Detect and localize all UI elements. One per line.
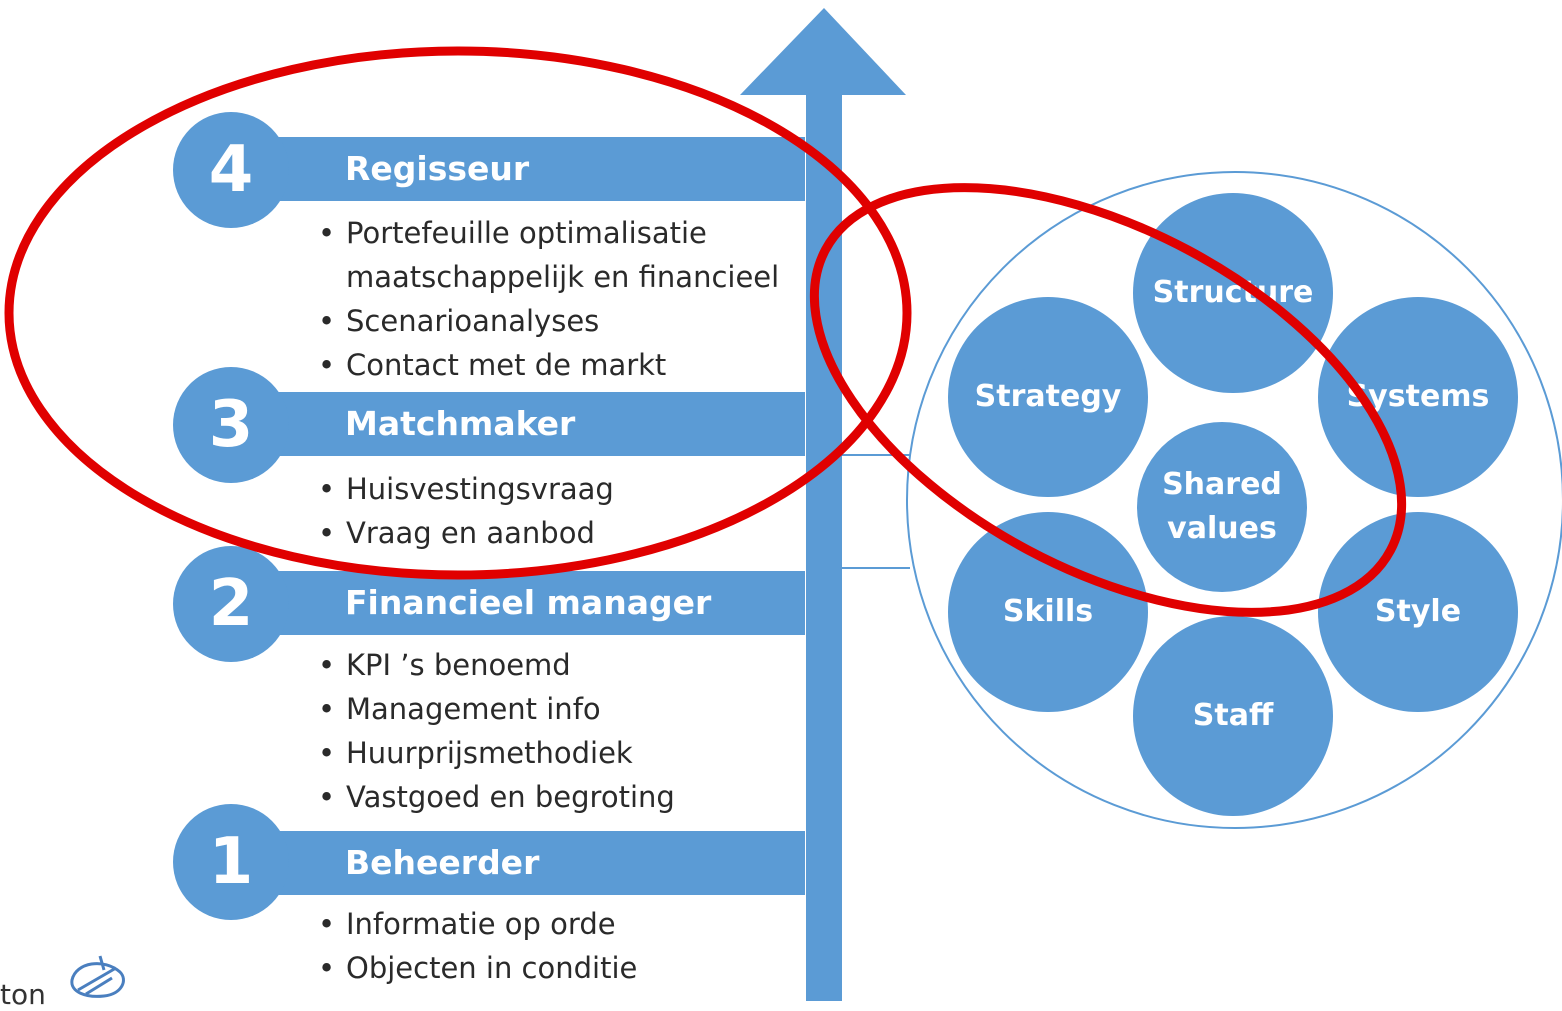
level-title-beheerder: Beheerder	[345, 843, 540, 882]
list-item: Portefeuille optimalisatie maatschappeli…	[316, 211, 779, 299]
list-item: Vraag en aanbod	[316, 511, 614, 555]
list-item: KPI ’s benoemd	[316, 643, 675, 687]
list-item: Vastgoed en begroting	[316, 775, 675, 819]
level-number-3: 3	[173, 367, 289, 483]
level-3-bullets: Huisvestingsvraag Vraag en aanbod	[316, 467, 614, 555]
level-1-bullets: Informatie op orde Objecten in conditie	[316, 902, 637, 990]
list-item: Informatie op orde	[316, 902, 637, 946]
level-number-2: 2	[173, 546, 289, 662]
level-number-4: 4	[173, 112, 289, 228]
level-band-4	[230, 137, 805, 201]
list-item: Huurprijsmethodiek	[316, 731, 675, 775]
logo-text: ton	[0, 978, 46, 1011]
level-title-financieel-manager: Financieel manager	[345, 583, 712, 622]
shared-values-line2: values	[1167, 511, 1277, 546]
level-number-1: 1	[173, 804, 289, 920]
seven-s-structure: Structure	[1133, 193, 1333, 393]
seven-s-staff: Staff	[1133, 616, 1333, 816]
level-band-2	[230, 571, 805, 635]
seven-s-skills: Skills	[948, 512, 1148, 712]
bullet-continuation: maatschappelijk en financieel	[346, 260, 780, 294]
highlight-ellipse-levels	[4, 46, 912, 580]
seven-s-outer-ring	[906, 171, 1562, 829]
level-2-bullets: KPI ’s benoemd Management info Huurprijs…	[316, 643, 675, 819]
list-item: Contact met de markt	[316, 343, 779, 387]
level-band-3	[230, 392, 805, 456]
level-title-matchmaker: Matchmaker	[345, 404, 576, 443]
logo-icon	[70, 955, 125, 998]
shared-values-line1: Shared	[1162, 467, 1282, 502]
level-4-bullets: Portefeuille optimalisatie maatschappeli…	[316, 211, 779, 387]
level-band-1	[230, 831, 805, 895]
list-item: Huisvestingsvraag	[316, 467, 614, 511]
list-item: Scenarioanalyses	[316, 299, 779, 343]
seven-s-style: Style	[1318, 512, 1518, 712]
seven-s-strategy: Strategy	[948, 297, 1148, 497]
highlight-ellipse-seven-s	[809, 183, 1407, 617]
list-item: Objecten in conditie	[316, 946, 637, 990]
level-title-regisseur: Regisseur	[345, 149, 530, 188]
list-item: Management info	[316, 687, 675, 731]
seven-s-shared-values: Shared values	[1137, 422, 1307, 592]
